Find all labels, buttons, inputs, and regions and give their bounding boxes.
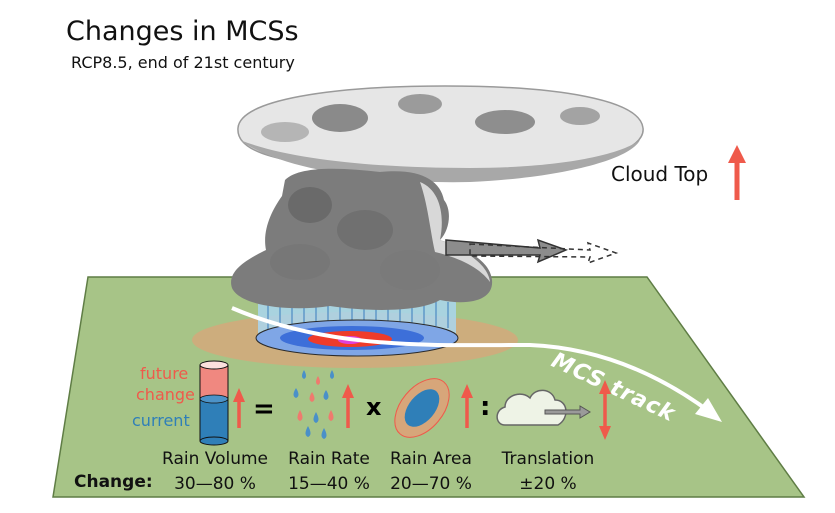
translation-arrow-current (445, 238, 569, 264)
change-row-label: Change: (74, 472, 153, 492)
rain-area-label: Rain Area (390, 449, 472, 469)
translation-arrowhead-down (599, 426, 611, 440)
cylinder-current-label: current (132, 411, 190, 430)
cumulonimbus-column (231, 168, 493, 310)
rain-volume-arrowhead (233, 388, 245, 402)
times-operator: x (366, 393, 382, 421)
rain-area-arrowhead (461, 384, 473, 398)
cylinder-change-label: change (136, 385, 195, 404)
anvil-cloud (237, 85, 644, 183)
mcs-track-arrowhead (695, 398, 722, 422)
equals-operator: = (253, 394, 275, 424)
rain-rate-label: Rain Rate (288, 449, 370, 469)
rain-rate-arrowhead (342, 384, 354, 398)
raindrops-icon (293, 370, 334, 439)
rain-volume-change: 30—80 % (174, 474, 256, 494)
translation-cloud-icon (496, 389, 591, 426)
diagram-title: Changes in MCSs (66, 16, 299, 47)
rain-rate-change: 15—40 % (288, 474, 370, 494)
translation-label: Translation (501, 449, 595, 469)
translation-arrowhead-up (599, 380, 611, 394)
cylinder-future-label: future (140, 364, 189, 383)
rain-area-change: 20—70 % (390, 474, 472, 494)
rain-volume-label: Rain Volume (162, 449, 268, 469)
rain-area-icon (394, 378, 450, 438)
cloud-top-arrowhead (728, 145, 746, 163)
translation-change: ±20 % (519, 474, 577, 494)
rain-volume-cylinder (199, 360, 229, 446)
mcs-track-arrow (231, 306, 712, 414)
cloud-top-label: Cloud Top (611, 162, 709, 186)
translation-arrow-future (469, 241, 619, 265)
ratio-operator: : (480, 392, 491, 422)
diagram-subtitle: RCP8.5, end of 21st century (71, 53, 295, 72)
